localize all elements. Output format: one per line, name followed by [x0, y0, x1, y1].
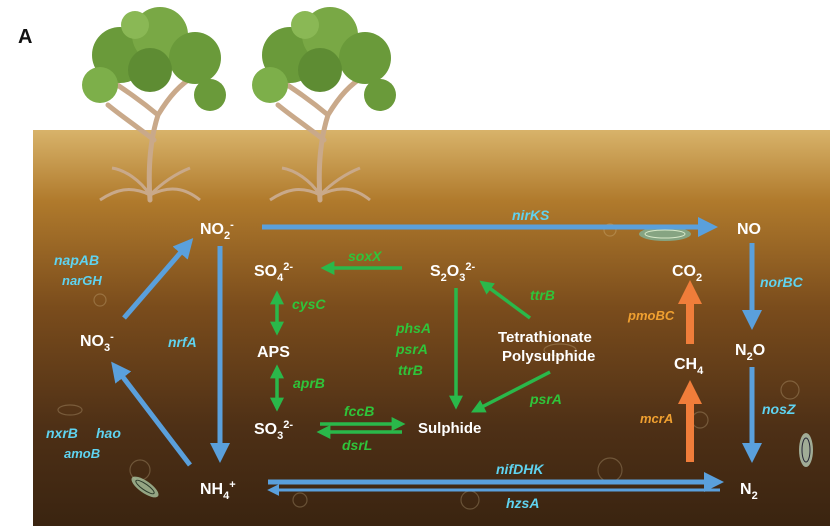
mangrove-tree-left-icon — [82, 7, 226, 203]
compound-nh4: NH4+ — [200, 479, 236, 502]
gene-soxX: soxX — [348, 248, 383, 264]
compound-co2: CO2 — [672, 263, 702, 284]
arrow-tetrathionate-to-s2o3 — [479, 280, 532, 320]
gene-norBC: norBC — [760, 274, 804, 290]
compound-n2: N2 — [740, 481, 758, 502]
protist-icon — [799, 433, 813, 467]
panel-label: A — [18, 26, 32, 48]
compound-aps: APS — [257, 344, 290, 361]
gene-mcrA: mcrA — [640, 411, 673, 426]
compound-so3: SO32- — [254, 419, 293, 442]
gene-nrfA: nrfA — [168, 334, 197, 350]
microbe-decorations — [57, 223, 800, 510]
mangrove-tree-right-icon — [252, 7, 396, 203]
gene-nifDHK: nifDHK — [496, 461, 544, 477]
gene-fccB: fccB — [344, 403, 374, 419]
gene-cysC: cysC — [292, 296, 326, 312]
soil-background — [33, 130, 830, 526]
gene-psrA-diag: psrA — [529, 391, 562, 407]
compound-no2: NO2- — [200, 219, 234, 242]
compound-ch4: CH4 — [674, 356, 704, 377]
gene-psrA-mid: psrA — [395, 341, 428, 357]
arrow-polysulphide-to-sulphide — [471, 370, 551, 413]
compound-no3: NO3- — [80, 331, 114, 354]
compound-sulphide: Sulphide — [418, 420, 481, 437]
compound-polysulphide: Polysulphide — [502, 348, 595, 365]
arrow-no3-to-no2 — [122, 237, 194, 320]
gene-ttrB-diag: ttrB — [530, 287, 555, 303]
diatom-icon — [639, 227, 691, 241]
gene-phsA: phsA — [395, 320, 431, 336]
gene-dsrL: dsrL — [342, 437, 372, 453]
gene-hao: hao — [96, 425, 121, 441]
compound-so4: SO42- — [254, 261, 293, 284]
gene-narGH: narGH — [62, 273, 102, 288]
gene-amoB: amoB — [64, 446, 100, 461]
bacterium-icon — [131, 476, 159, 498]
gene-ttrB-mid: ttrB — [398, 362, 423, 378]
compound-no: NO — [737, 221, 761, 238]
gene-hzsA: hzsA — [506, 495, 539, 511]
compound-tetrathionate: Tetrathionate — [498, 329, 592, 346]
gene-nosZ: nosZ — [762, 401, 796, 417]
gene-napAB: napAB — [54, 252, 99, 268]
gene-pmoBC: pmoBC — [627, 308, 675, 323]
gene-nxrB: nxrB — [46, 425, 78, 441]
compound-n2o: N2O — [735, 342, 765, 363]
arrow-nh4-to-no3 — [111, 361, 192, 467]
gene-aprB: aprB — [293, 375, 325, 391]
gene-nirKS: nirKS — [512, 207, 550, 223]
compound-s2o3: S2O32- — [430, 261, 475, 284]
